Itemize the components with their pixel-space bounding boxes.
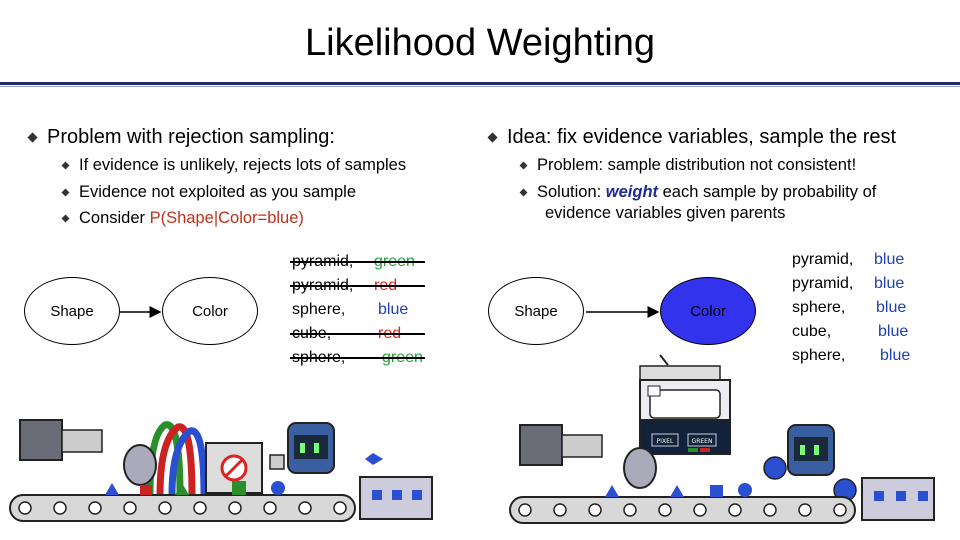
node-shape-right: Shape: [488, 277, 584, 345]
right-sample-list: pyramid,blue pyramid,blue sphere,blue cu…: [792, 248, 910, 368]
node-color-left: Color: [162, 277, 258, 345]
page-title: Likelihood Weighting: [305, 22, 655, 64]
left-bullet-1: If evidence is unlikely, rejects lots of…: [61, 155, 406, 176]
bullet-icon: [519, 161, 528, 170]
right-bullet-2: Solution: weight each sample by probabil…: [519, 182, 876, 224]
bullet-icon: [487, 132, 498, 143]
node-color-right-evidence: Color: [660, 277, 756, 345]
sample-row: pyramid,blue: [792, 251, 905, 268]
sample-row: pyramid,red: [290, 274, 425, 298]
right-factory-illustration: PIXEL GREEN: [509, 354, 935, 524]
bullet-icon: [61, 214, 70, 223]
right-bullet-1: Problem: sample distribution not consist…: [519, 155, 856, 176]
left-bullet-3: Consider P(Shape|Color=blue): [61, 208, 304, 229]
title-divider-shadow: [0, 86, 960, 87]
left-bullet-2: Evidence not exploited as you sample: [61, 182, 356, 203]
left-sample-list: pyramid,green pyramid,red sphere,blue cu…: [290, 250, 425, 370]
sample-row: sphere,blue: [792, 347, 911, 364]
bullet-icon: [61, 188, 70, 197]
title-divider: [0, 82, 960, 85]
bullet-icon: [27, 132, 38, 143]
sample-row: sphere,blue: [792, 299, 907, 316]
bullet-icon: [519, 188, 528, 197]
node-shape-left: Shape: [24, 277, 120, 345]
sample-row: sphere,blue: [292, 301, 409, 318]
left-factory-illustration: [9, 419, 433, 522]
machine-button-1: PIXEL: [657, 438, 674, 445]
left-heading: Problem with rejection sampling:: [27, 126, 335, 149]
machine-button-2: GREEN: [692, 438, 713, 445]
sample-row: sphere,green: [290, 346, 425, 370]
sample-row: pyramid,green: [290, 250, 425, 274]
left-bn-arrow: [120, 306, 162, 318]
bullet-icon: [61, 161, 70, 170]
sample-row: cube,red: [290, 322, 425, 346]
query-expression: P(Shape|Color=blue): [149, 209, 304, 227]
right-heading: Idea: fix evidence variables, sample the…: [487, 126, 896, 149]
sample-row: cube,blue: [792, 323, 909, 340]
right-bn-arrow: [586, 306, 660, 318]
sample-row: pyramid,blue: [792, 275, 905, 292]
